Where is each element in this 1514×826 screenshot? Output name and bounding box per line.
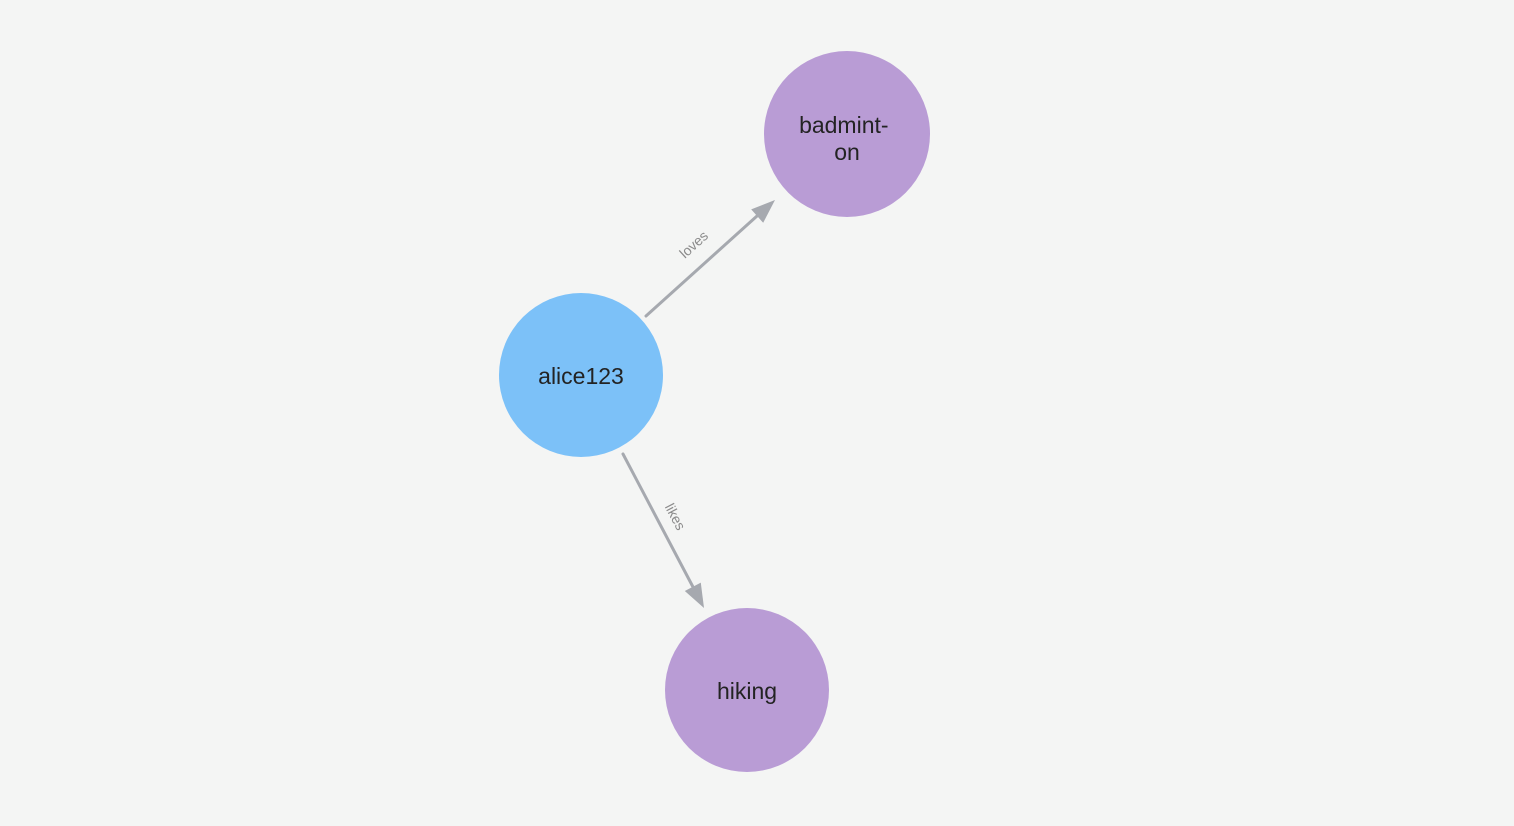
node-hiking[interactable]: hiking (665, 608, 829, 772)
edge-loves-label: loves (676, 227, 711, 261)
edge-likes-label: likes (662, 501, 689, 533)
edge-likes-line[interactable] (621, 452, 695, 589)
node-badminton-circle[interactable] (764, 51, 930, 217)
edge-likes[interactable]: likes (621, 452, 704, 608)
node-badminton[interactable]: badmint- on (764, 51, 930, 217)
node-hiking-circle[interactable] (665, 608, 829, 772)
edge-loves-line[interactable] (644, 214, 759, 318)
edge-likes-arrowhead-icon (684, 582, 704, 608)
edge-loves[interactable]: loves (644, 200, 775, 318)
edge-loves-arrowhead-icon (751, 200, 775, 223)
node-alice123-circle[interactable] (499, 293, 663, 457)
node-alice123[interactable]: alice123 (499, 293, 663, 457)
